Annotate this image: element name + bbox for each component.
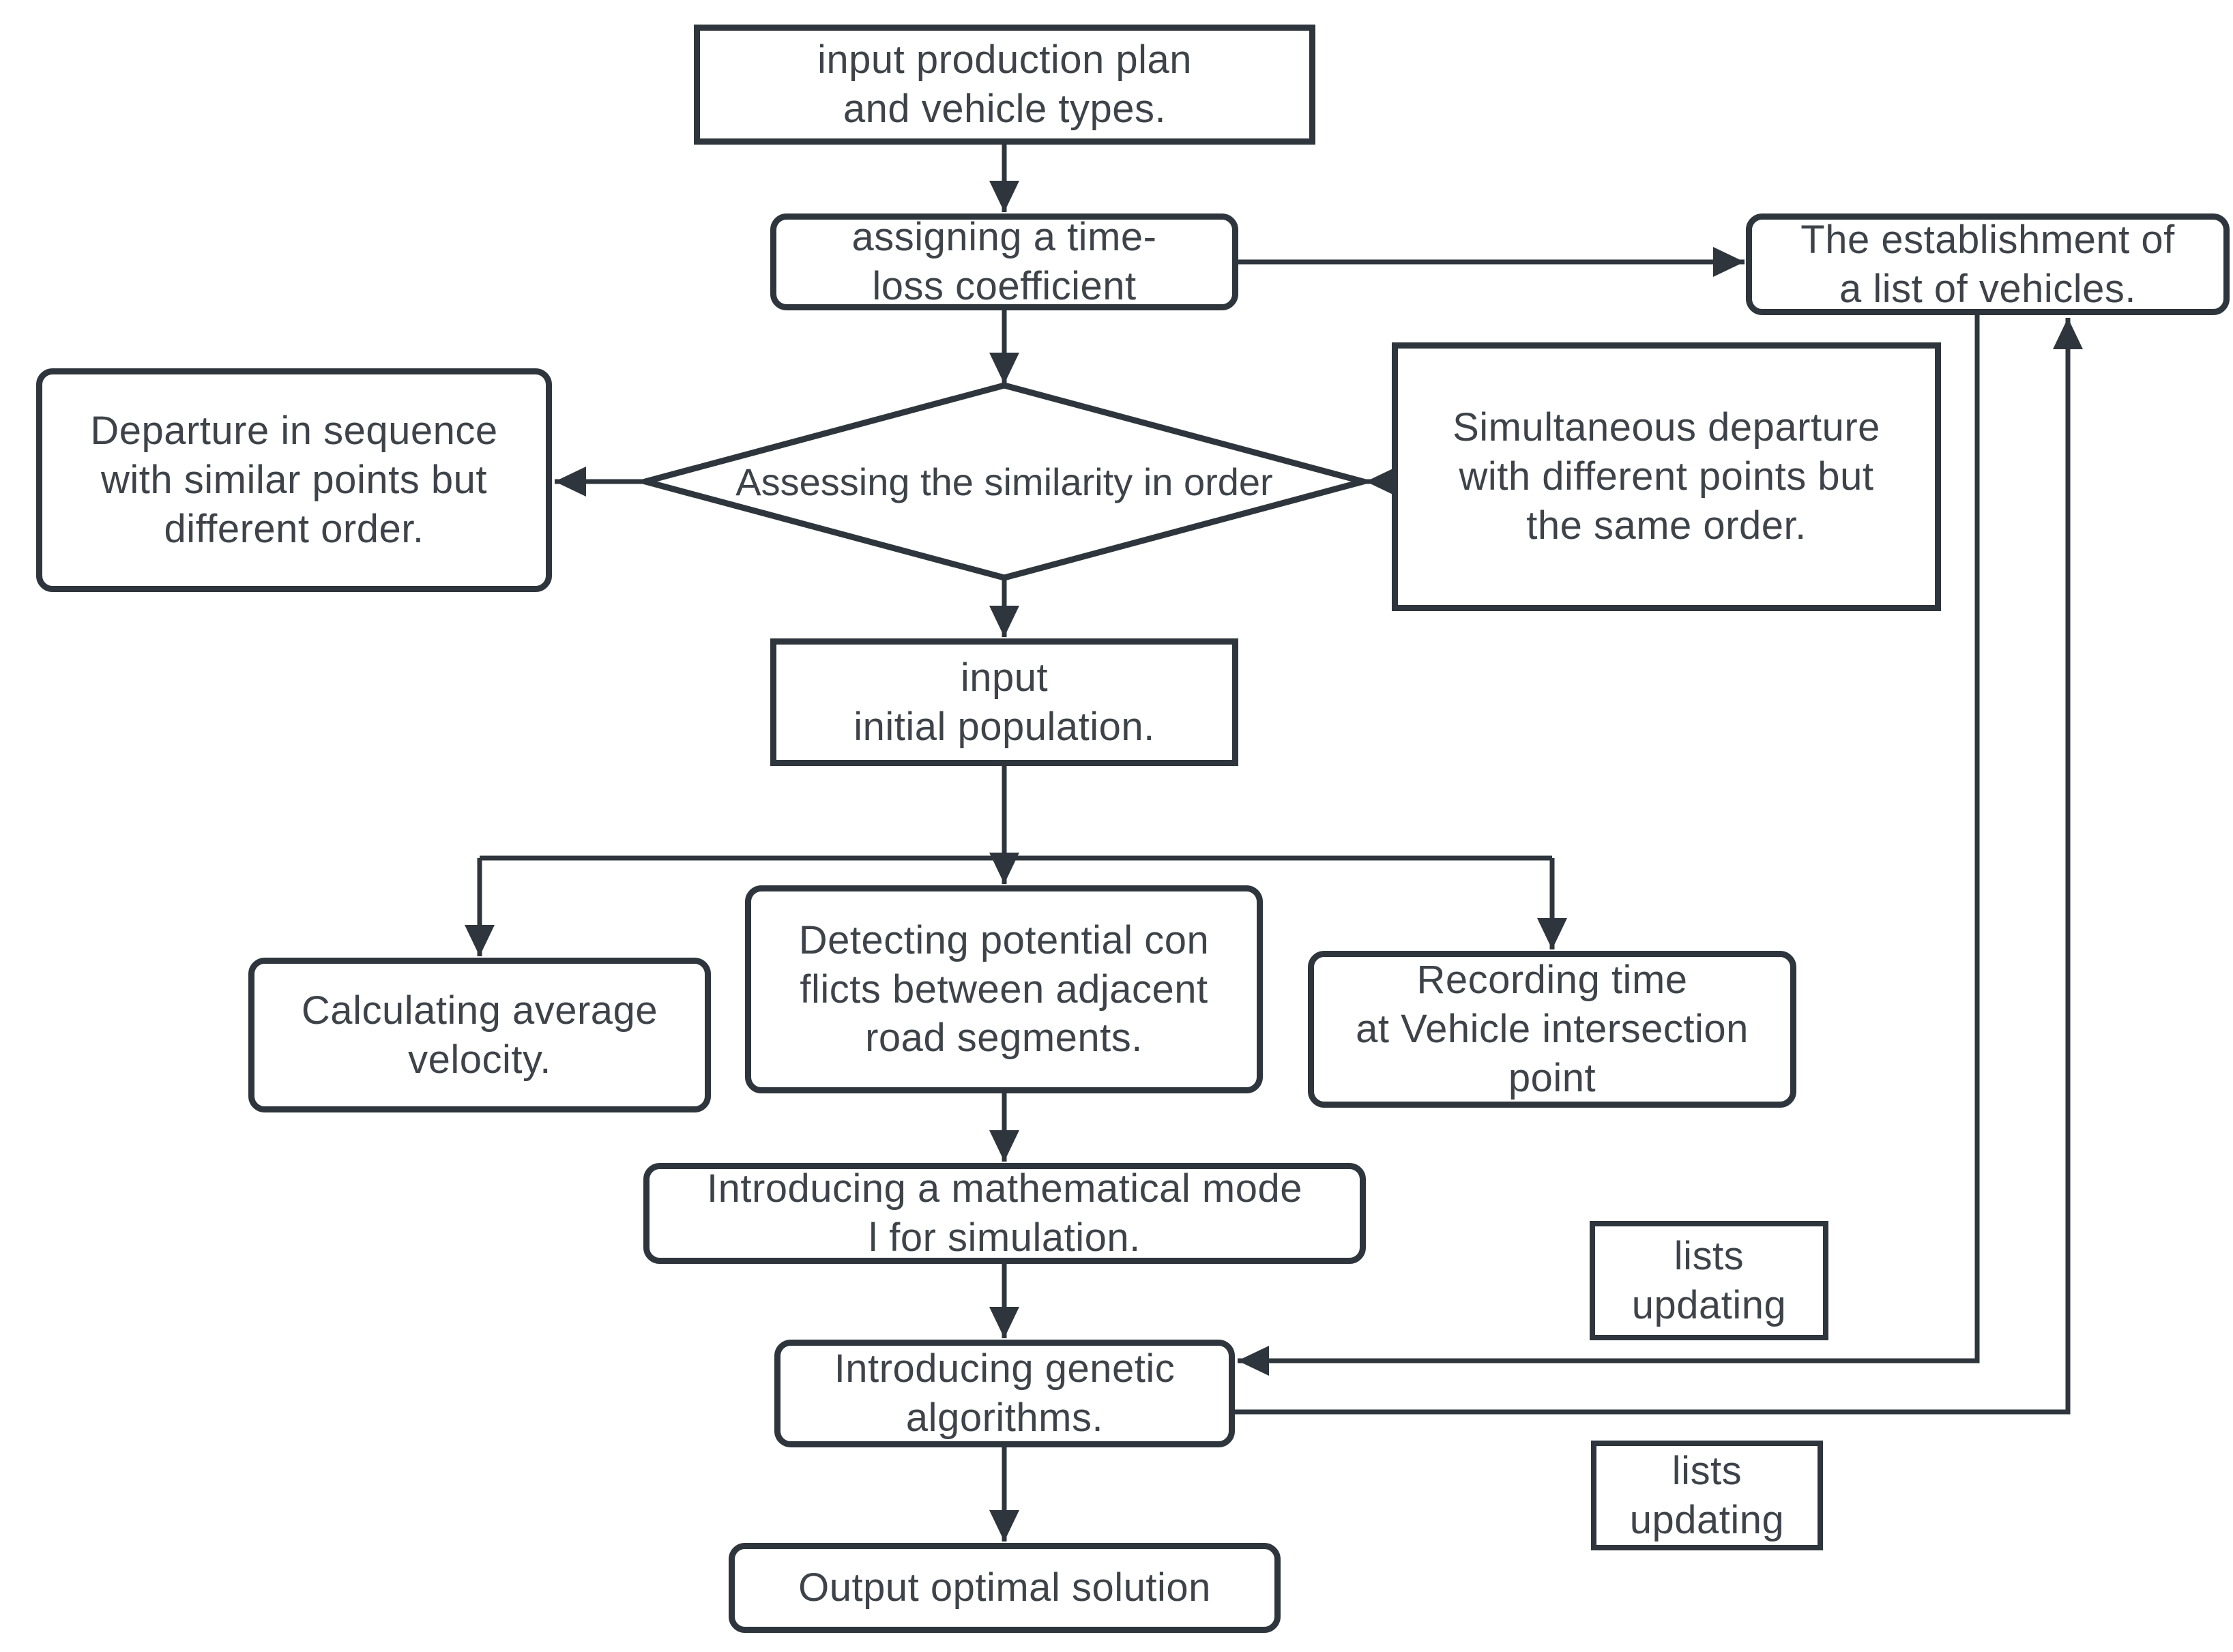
node-assigning-time-loss-coefficient: assigning a time-loss coefficient <box>770 213 1238 310</box>
node-assessing-similarity-decision: Assessing the similarity in order <box>735 460 1273 503</box>
node-output-optimal-solution: Output optimal solution <box>729 1543 1281 1633</box>
